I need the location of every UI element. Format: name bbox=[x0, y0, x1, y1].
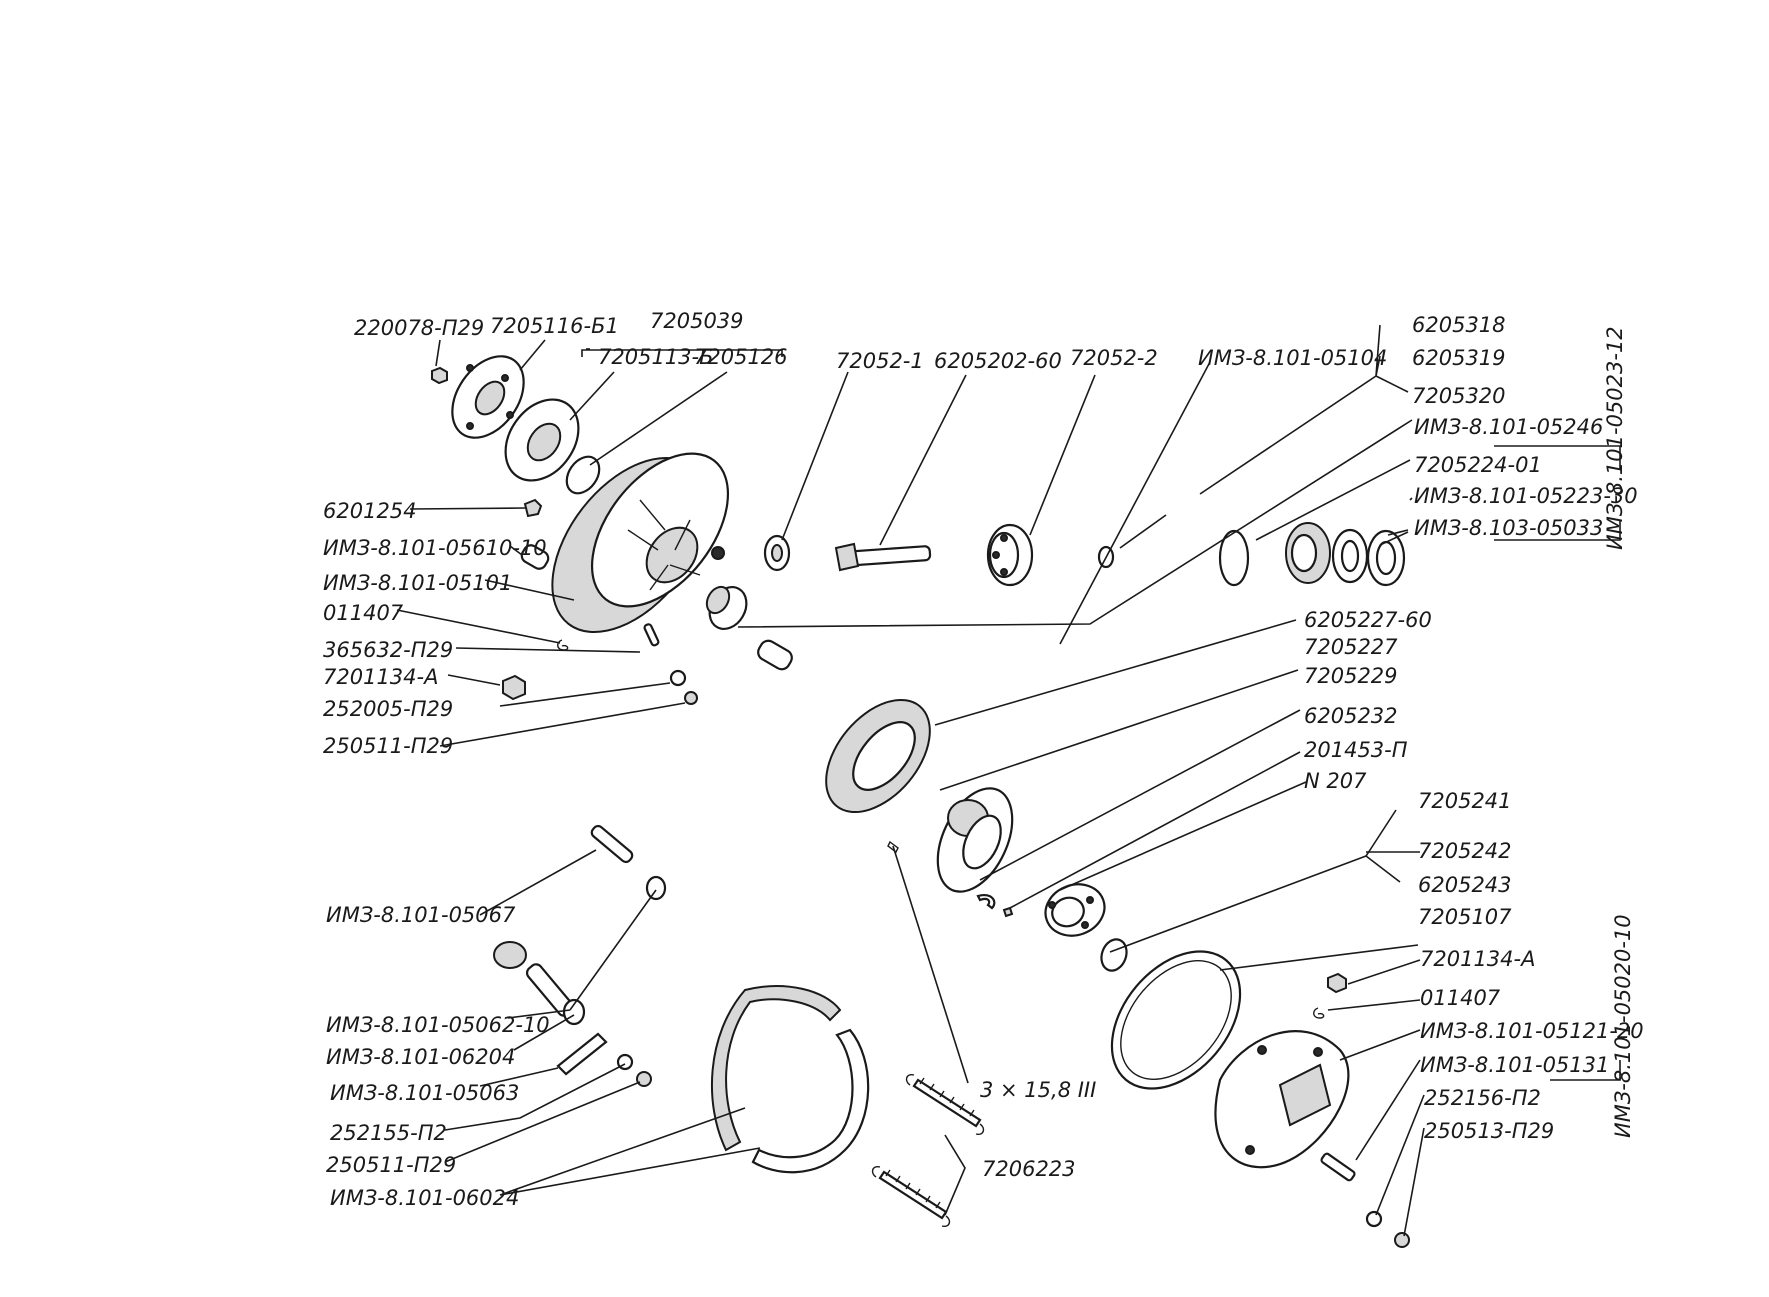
nut-7201134-right bbox=[1327, 972, 1347, 994]
sleeve-05610 bbox=[520, 544, 550, 570]
label-n207: N 207 bbox=[1304, 769, 1367, 793]
pin-365632 bbox=[643, 623, 660, 647]
nut-250511-lower bbox=[636, 1071, 652, 1087]
pin-05067 bbox=[590, 824, 634, 864]
leader-lines bbox=[396, 324, 1621, 1237]
label-6205202: 6205202-60 bbox=[934, 349, 1062, 373]
label-7205227: 7205227 bbox=[1304, 635, 1398, 659]
label-7205241: 7205241 bbox=[1418, 789, 1512, 813]
ring-gear bbox=[825, 698, 931, 814]
label-05023: ИМЗ-8.101-05023-12 bbox=[1603, 326, 1627, 550]
label-6205243: 6205243 bbox=[1418, 873, 1512, 897]
label-250511-lower: 250511-П29 bbox=[326, 1153, 456, 1177]
retaining-ring bbox=[1218, 529, 1250, 587]
hub-housing bbox=[551, 452, 730, 634]
cam-05062 bbox=[493, 941, 575, 1017]
bearing-small bbox=[763, 534, 791, 572]
washer-7205107 bbox=[1100, 938, 1128, 972]
label-05104: ИМЗ-8.101-05104 bbox=[1198, 346, 1387, 370]
washer-252005 bbox=[669, 669, 687, 687]
label-7205113: 7205113-Б bbox=[598, 345, 714, 369]
lever-05063 bbox=[556, 1032, 608, 1076]
label-011407: 011407 bbox=[323, 601, 404, 625]
label-05063: ИМЗ-8.101-05063 bbox=[330, 1081, 519, 1105]
label-7205107: 7205107 bbox=[1418, 905, 1512, 929]
label-7201134: 7201134-А bbox=[323, 665, 438, 689]
label-252155: 252155-П2 bbox=[330, 1121, 447, 1145]
label-250511: 250511-П29 bbox=[323, 734, 453, 758]
flange-plate bbox=[451, 355, 525, 439]
part-labels: 220078-П29 7205116-Б1 7205039 7205113-Б … bbox=[323, 309, 1644, 1210]
label-05020: ИМЗ-8.101-05020-10 bbox=[1611, 914, 1635, 1138]
label-05101: ИМЗ-8.101-05101 bbox=[323, 571, 512, 595]
clip-011407-right bbox=[1313, 1007, 1325, 1019]
label-365632: 365632-П29 bbox=[323, 638, 453, 662]
gasket bbox=[1110, 950, 1242, 1090]
pin-201453 bbox=[1002, 906, 1014, 918]
label-05121: ИМЗ-8.101-05121-20 bbox=[1420, 1019, 1644, 1043]
label-72052-1: 72052-1 bbox=[836, 349, 924, 373]
cotter-pin bbox=[887, 840, 899, 854]
washer-top bbox=[645, 875, 667, 901]
label-6205319: 6205319 bbox=[1412, 346, 1506, 370]
seal-set bbox=[1285, 522, 1406, 587]
label-6205227: 6205227-60 bbox=[1304, 608, 1432, 632]
brake-cover bbox=[1214, 1030, 1350, 1169]
label-7205242: 7205242 bbox=[1418, 839, 1512, 863]
label-201453: 201453-П bbox=[1304, 738, 1408, 762]
label-06024: ИМЗ-8.101-06024 bbox=[330, 1186, 519, 1210]
label-7206223: 7206223 bbox=[982, 1157, 1076, 1181]
label-252005: 252005-П29 bbox=[323, 697, 453, 721]
label-252156: 252156-П2 bbox=[1424, 1086, 1541, 1110]
clip-011407 bbox=[557, 639, 569, 651]
label-7205224: 7205224-01 bbox=[1414, 453, 1542, 477]
label-7205320: 7205320 bbox=[1412, 384, 1506, 408]
label-06204: ИМЗ-8.101-06204 bbox=[326, 1045, 515, 1069]
label-cotter: 3 × 15,8 III bbox=[980, 1078, 1096, 1102]
label-7205116: 7205116-Б1 bbox=[490, 314, 619, 338]
input-shaft bbox=[834, 542, 932, 572]
label-6201254: 6201254 bbox=[323, 499, 417, 523]
hub-flange bbox=[936, 787, 1014, 893]
bearing-n207 bbox=[1044, 883, 1106, 937]
parts-drawing bbox=[431, 355, 1410, 1248]
label-7201134-right: 7201134-А bbox=[1420, 947, 1535, 971]
label-7205229: 7205229 bbox=[1304, 664, 1398, 688]
nut-7201134 bbox=[502, 674, 526, 701]
label-05067: ИМЗ-8.101-05067 bbox=[326, 903, 516, 927]
bushing-05246 bbox=[705, 585, 748, 630]
label-250513: 250513-П29 bbox=[1424, 1119, 1554, 1143]
seal-plate bbox=[504, 398, 580, 482]
label-7205126: 7205126 bbox=[694, 345, 788, 369]
nut-250513 bbox=[1394, 1232, 1410, 1248]
label-220078: 220078-П29 bbox=[354, 316, 484, 340]
label-6205232: 6205232 bbox=[1304, 704, 1398, 728]
label-72052-2: 72052-2 bbox=[1070, 346, 1158, 370]
bearing-large bbox=[986, 523, 1034, 587]
label-05223: ИМЗ-8.101-05223-30 bbox=[1414, 484, 1638, 508]
label-05131: ИМЗ-8.101-05131 bbox=[1420, 1053, 1609, 1077]
label-05033: ИМЗ-8.103-05033 bbox=[1414, 516, 1603, 540]
return-springs bbox=[871, 1073, 985, 1228]
o-ring bbox=[565, 455, 601, 495]
nut-250511 bbox=[684, 691, 698, 705]
nut-220078 bbox=[431, 366, 448, 385]
label-05246: ИМЗ-8.101-05246 bbox=[1414, 415, 1603, 439]
washer-6201254 bbox=[523, 498, 543, 518]
label-6205318: 6205318 bbox=[1412, 313, 1506, 337]
bushing-05104 bbox=[757, 639, 793, 671]
bolt-05131 bbox=[1320, 1152, 1356, 1182]
brake-shoes bbox=[710, 985, 870, 1174]
label-05062: ИМЗ-8.101-05062-10 bbox=[326, 1013, 550, 1037]
label-7205039: 7205039 bbox=[650, 309, 744, 333]
half-ring bbox=[976, 894, 996, 910]
washer-252156 bbox=[1365, 1210, 1383, 1228]
label-05610: ИМЗ-8.101-05610-10 bbox=[323, 536, 547, 560]
label-011407-right: 011407 bbox=[1420, 986, 1501, 1010]
